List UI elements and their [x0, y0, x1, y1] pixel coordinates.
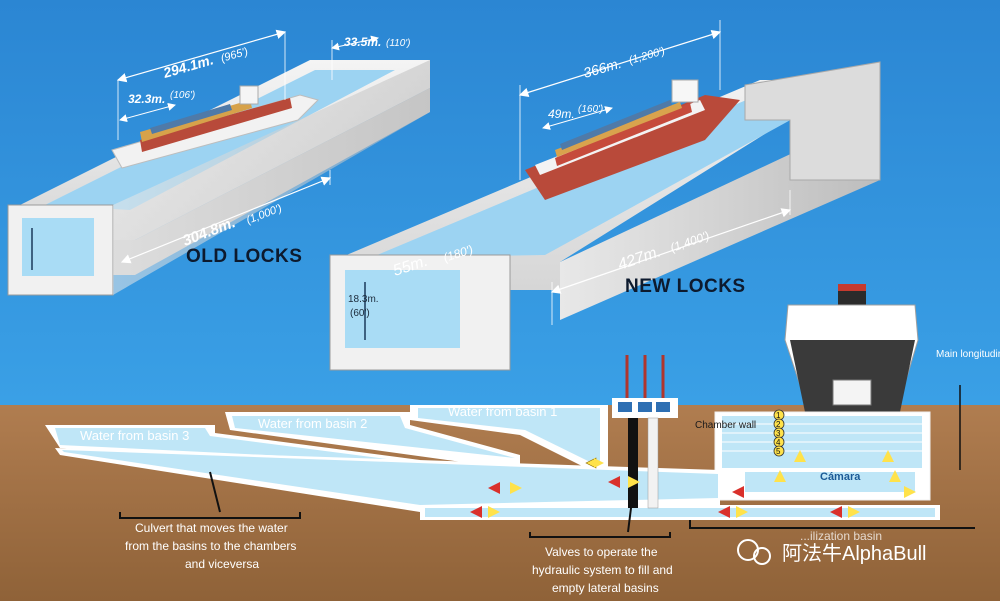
- old-locks-ship: [111, 85, 319, 169]
- basin-1-label: Water from basin 1: [448, 404, 557, 419]
- flow-arrows: [470, 450, 916, 518]
- level-3: 3: [776, 429, 781, 438]
- chamber-wall-label: Chamber wall: [695, 420, 756, 431]
- chamber-ship: [784, 284, 919, 412]
- basin-2-label: Water from basin 2: [258, 416, 367, 431]
- valves-note-line3: empty lateral basins: [552, 581, 659, 595]
- culvert: [62, 450, 718, 505]
- basin-1: [418, 408, 600, 462]
- valves-note-line2: hydraulic system to fill and: [532, 563, 673, 577]
- basin-3: [55, 428, 410, 462]
- level-5: 5: [776, 447, 781, 456]
- new-depth: 18.3m.: [348, 294, 379, 305]
- watermark-text: 阿法牛AlphaBull: [782, 542, 927, 565]
- old-width-end: 33.5m.: [344, 35, 381, 49]
- old-lock-chamber-section: [22, 218, 94, 276]
- new-lock-chamber-section: [345, 270, 460, 348]
- partial-note: ...ilization basin: [800, 529, 882, 543]
- main-culvert-label: Main longitudinal culvert: [936, 349, 1000, 360]
- old-ship-beam: 32.3m.: [128, 92, 165, 106]
- cross-section: 1 2 3 4 5 Cámara Chamber wall Main longi…: [0, 284, 1000, 601]
- watermark: 阿法牛AlphaBull: [737, 539, 927, 565]
- new-locks-ship: [525, 79, 740, 200]
- old-ship-beam-ft: (106'): [170, 90, 195, 101]
- new-locks-title: NEW LOCKS: [625, 276, 746, 297]
- valves-note-line1: Valves to operate the: [545, 545, 658, 559]
- camara-label: Cámara: [820, 471, 861, 483]
- culvert-note-line2: from the basins to the chambers: [125, 539, 296, 553]
- culvert-note-line1: Culvert that moves the water: [135, 521, 288, 535]
- valve-towers: [612, 355, 678, 509]
- old-locks-title: OLD LOCKS: [186, 246, 302, 267]
- new-ship-beam-ft: (160'): [578, 104, 603, 115]
- basin-3-label: Water from basin 3: [80, 428, 189, 443]
- new-ship-beam: 49m.: [548, 107, 575, 121]
- basin-2: [232, 416, 515, 458]
- level-1: 1: [776, 411, 781, 420]
- old-width-end-ft: (110'): [386, 38, 411, 49]
- level-2: 2: [776, 420, 781, 429]
- level-4: 4: [776, 438, 781, 447]
- new-depth-ft: (60'): [350, 308, 370, 319]
- culvert-note-line3: and viceversa: [185, 557, 259, 571]
- chamber-levels: 1 2 3 4 5: [773, 409, 785, 457]
